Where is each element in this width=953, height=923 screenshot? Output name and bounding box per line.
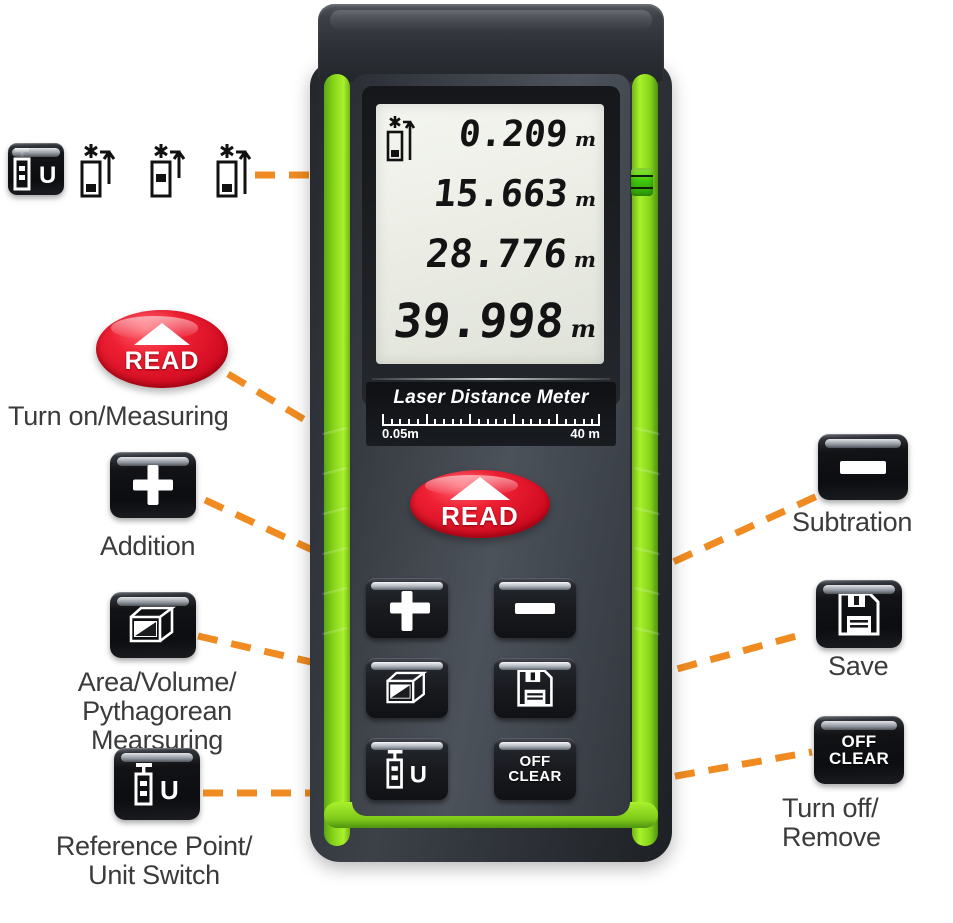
device-area-volume-key[interactable] (366, 658, 448, 718)
clear-label: CLEAR (828, 749, 890, 768)
area-volume-key-legend-icon (110, 592, 196, 658)
lcd-unit-2: m (574, 187, 596, 211)
svg-text:U: U (160, 775, 179, 805)
lcd-row: 39.998 m (390, 294, 596, 349)
range-ruler (382, 412, 601, 426)
off-clear-glyph: OFF CLEAR (829, 733, 889, 767)
lcd-unit-3: m (573, 247, 596, 272)
device-off-clear-key[interactable]: OFF CLEAR (494, 738, 576, 800)
floppy-save-icon (517, 669, 553, 707)
lcd-value-2: 15.663 (431, 172, 571, 215)
lcd-row: 0.209 m (457, 114, 596, 155)
minus-icon (840, 460, 886, 474)
minus-key-legend-icon (818, 434, 908, 500)
range-max-label: 40 m (570, 426, 600, 441)
lcd-value-4: 39.998 (390, 294, 567, 349)
reference-unit-key-callout-icon: U (114, 748, 200, 820)
area-volume-box-icon (386, 671, 428, 704)
lcd-unit-4: m (570, 314, 596, 343)
svg-text:U: U (39, 162, 56, 189)
read-arrow-icon (134, 322, 190, 345)
callout-label-addition: Addition (100, 531, 196, 561)
read-legend-label: READ (124, 346, 200, 375)
callout-label-off-clear: Turn off/ Remove (782, 793, 881, 852)
off-label: OFF (841, 732, 877, 751)
read-button-legend-icon: READ (96, 310, 228, 388)
reference-unit-glyph-3: U (386, 749, 427, 789)
callout-label-reference-unit: Reference Point/ Unit Switch (55, 831, 253, 890)
brand-name: Laser Distance Meter (393, 387, 589, 408)
callout-label-area-volume: Area/Volume/ Pythagorean Mearsuring (77, 667, 237, 755)
area-volume-box-icon (129, 606, 176, 643)
callout-label-subtraction: Subtration (792, 507, 913, 537)
callout-label-save: Save (828, 651, 889, 681)
read-arrow-icon (450, 476, 510, 500)
svg-text:U: U (410, 763, 427, 789)
lcd-unit-1: m (574, 127, 596, 151)
clear-label: CLEAR (508, 768, 562, 785)
brand-divider (372, 378, 610, 380)
device-minus-key[interactable] (494, 578, 576, 638)
callout-label-read: Turn on/Measuring (8, 401, 229, 431)
green-accent-left (324, 74, 350, 846)
brand-plate: Laser Distance Meter (366, 382, 616, 446)
lcd-display: 0.209 m 15.663 m 28.776 m 39.998 m (376, 104, 604, 364)
reference-unit-glyph-2: U (134, 763, 179, 806)
off-clear-key-legend-icon: OFF CLEAR (814, 716, 904, 784)
save-key-legend-icon (816, 580, 902, 648)
green-accent-right (632, 74, 658, 846)
measure-from-front-icon (216, 144, 252, 198)
device-save-key[interactable] (494, 658, 576, 718)
range-min-label: 0.05m (382, 426, 419, 441)
lcd-row: 28.776 m (423, 232, 596, 277)
plus-icon (388, 589, 426, 627)
reference-point-front-icon (386, 116, 416, 162)
off-clear-glyph: OFF CLEAR (508, 754, 561, 784)
floppy-save-icon (838, 592, 880, 636)
plus-icon (131, 463, 175, 507)
bubble-level (631, 168, 653, 196)
off-label: OFF (519, 753, 551, 770)
lcd-row: 15.663 m (431, 172, 596, 215)
laser-distance-meter-device: 0.209 m 15.663 m 28.776 m 39.998 m Laser… (310, 0, 672, 872)
device-top-cap (318, 4, 664, 82)
reference-unit-key-legend-icon: U (8, 143, 64, 195)
reference-unit-glyph: U (13, 148, 56, 191)
ruler-baseline (382, 424, 600, 426)
measure-from-rear-icon (80, 144, 116, 198)
lcd-value-3: 28.776 (423, 232, 570, 277)
device-read-label: READ (441, 500, 519, 531)
minus-icon (515, 602, 555, 614)
device-reference-unit-key[interactable]: U (366, 738, 448, 800)
device-read-button[interactable]: READ (410, 470, 550, 538)
lcd-value-1: 0.209 (457, 114, 570, 155)
bubble-level-vial (631, 168, 653, 196)
plus-key-legend-icon (110, 452, 196, 518)
measure-from-center-icon (150, 144, 186, 198)
device-plus-key[interactable] (366, 578, 448, 638)
